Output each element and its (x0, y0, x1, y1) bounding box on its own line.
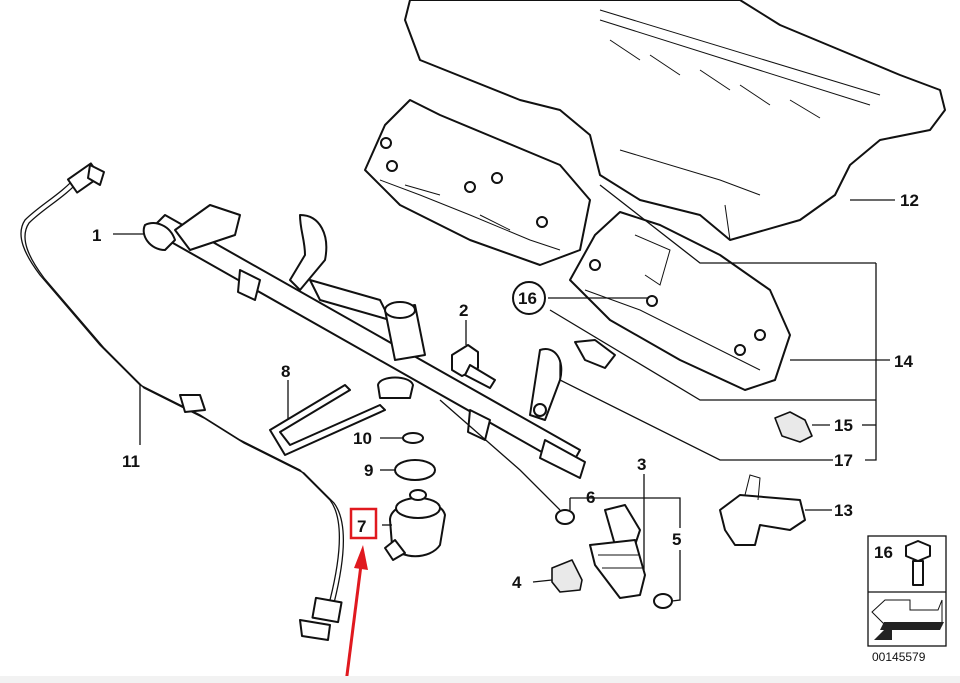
pressure-regulator-part[interactable] (377, 376, 446, 561)
callout-4[interactable]: 4 (512, 573, 522, 592)
callout-11[interactable]: 11 (122, 452, 140, 471)
callout-15[interactable]: 15 (834, 416, 853, 435)
mounting-arrow-icon (871, 599, 944, 640)
callout-14[interactable]: 14 (894, 352, 913, 371)
diagram-id: 00145579 (872, 650, 926, 664)
leader-lines (113, 184, 895, 602)
coil-cover-right-part[interactable] (569, 211, 791, 391)
callout-7[interactable]: 7 (357, 517, 366, 536)
callout-labels: 1 2 3 4 5 6 7 8 9 10 11 12 13 14 15 16 1… (92, 191, 919, 592)
legend-box-label: 16 (874, 543, 893, 562)
highlight-box (349, 507, 378, 540)
callout-6[interactable]: 6 (586, 488, 595, 507)
callout-9[interactable]: 9 (364, 461, 373, 480)
clip-15-part[interactable] (774, 411, 813, 443)
fuel-line-part[interactable] (20, 162, 345, 641)
callout-2[interactable]: 2 (459, 301, 468, 320)
legend-box: 16 00145579 (867, 535, 947, 664)
callout-8[interactable]: 8 (281, 362, 290, 381)
callout-16[interactable]: 16 (518, 289, 537, 308)
small-clip-part[interactable] (574, 339, 616, 369)
bolt-part[interactable] (451, 344, 496, 389)
fuel-rail-part[interactable] (142, 204, 586, 479)
holder-13-part[interactable] (719, 474, 806, 546)
callout-16-circle (512, 281, 546, 315)
coil-cover-left[interactable] (364, 99, 591, 266)
bottom-bar (0, 676, 960, 683)
engine-cover-part[interactable] (404, 0, 946, 241)
callout-10[interactable]: 10 (353, 429, 372, 448)
clip-part[interactable] (551, 559, 583, 593)
callout-13[interactable]: 13 (834, 501, 853, 520)
callout-17[interactable]: 17 (834, 451, 853, 470)
callout-1[interactable]: 1 (92, 226, 101, 245)
bracket-part[interactable] (269, 384, 386, 456)
bolt-icon (905, 540, 931, 586)
oring-part[interactable] (555, 509, 673, 609)
callout-12[interactable]: 12 (900, 191, 919, 210)
callout-5[interactable]: 5 (672, 530, 681, 549)
seal-ring-part[interactable] (394, 432, 436, 481)
injector-part[interactable] (589, 504, 646, 599)
red-arrow-icon (344, 545, 368, 683)
callout-3[interactable]: 3 (637, 455, 646, 474)
